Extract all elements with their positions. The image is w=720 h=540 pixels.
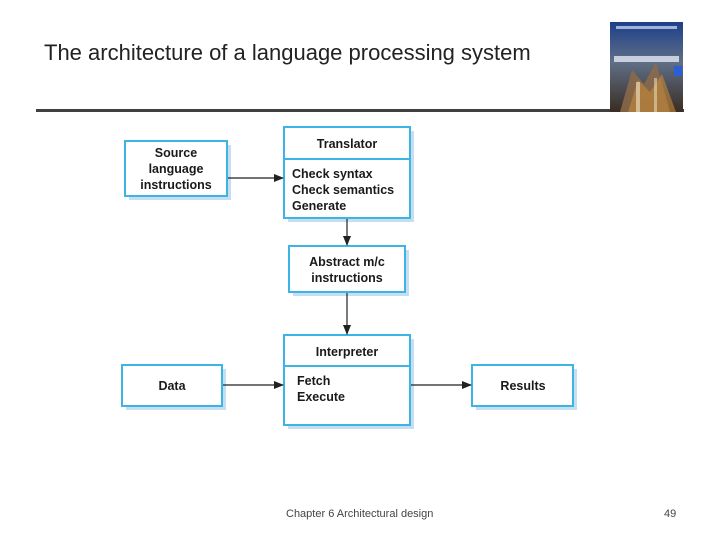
book-cover-image	[610, 22, 683, 112]
interpreter-header: Interpreter	[316, 345, 379, 359]
results-box: Results	[471, 364, 577, 410]
data-box: Data	[121, 364, 226, 410]
abstract-line-1: Abstract m/c	[309, 255, 385, 269]
title-divider	[36, 109, 684, 112]
interpreter-box: Interpreter Fetch Execute	[283, 334, 414, 429]
abstract-instructions-box: Abstract m/c instructions	[288, 245, 409, 296]
translator-step-generate: Generate	[292, 199, 346, 213]
abstract-line-2: instructions	[311, 271, 383, 285]
page-number: 49	[664, 508, 677, 520]
results-label: Results	[500, 379, 545, 393]
translator-box: Translator Check syntax Check semantics …	[283, 126, 414, 222]
data-label: Data	[158, 379, 186, 393]
source-instructions-box: Source language instructions	[124, 140, 231, 200]
source-line-1: Source	[155, 146, 197, 160]
translator-header: Translator	[317, 137, 378, 151]
translator-step-check-semantics: Check semantics	[292, 183, 394, 197]
interpreter-step-execute: Execute	[297, 390, 345, 404]
source-line-3: instructions	[140, 178, 212, 192]
interpreter-step-fetch: Fetch	[297, 374, 330, 388]
footer-chapter-label: Chapter 6 Architectural design	[286, 508, 434, 520]
slide-title: The architecture of a language processin…	[44, 40, 531, 65]
source-line-2: language	[149, 162, 204, 176]
translator-step-check-syntax: Check syntax	[292, 167, 373, 181]
